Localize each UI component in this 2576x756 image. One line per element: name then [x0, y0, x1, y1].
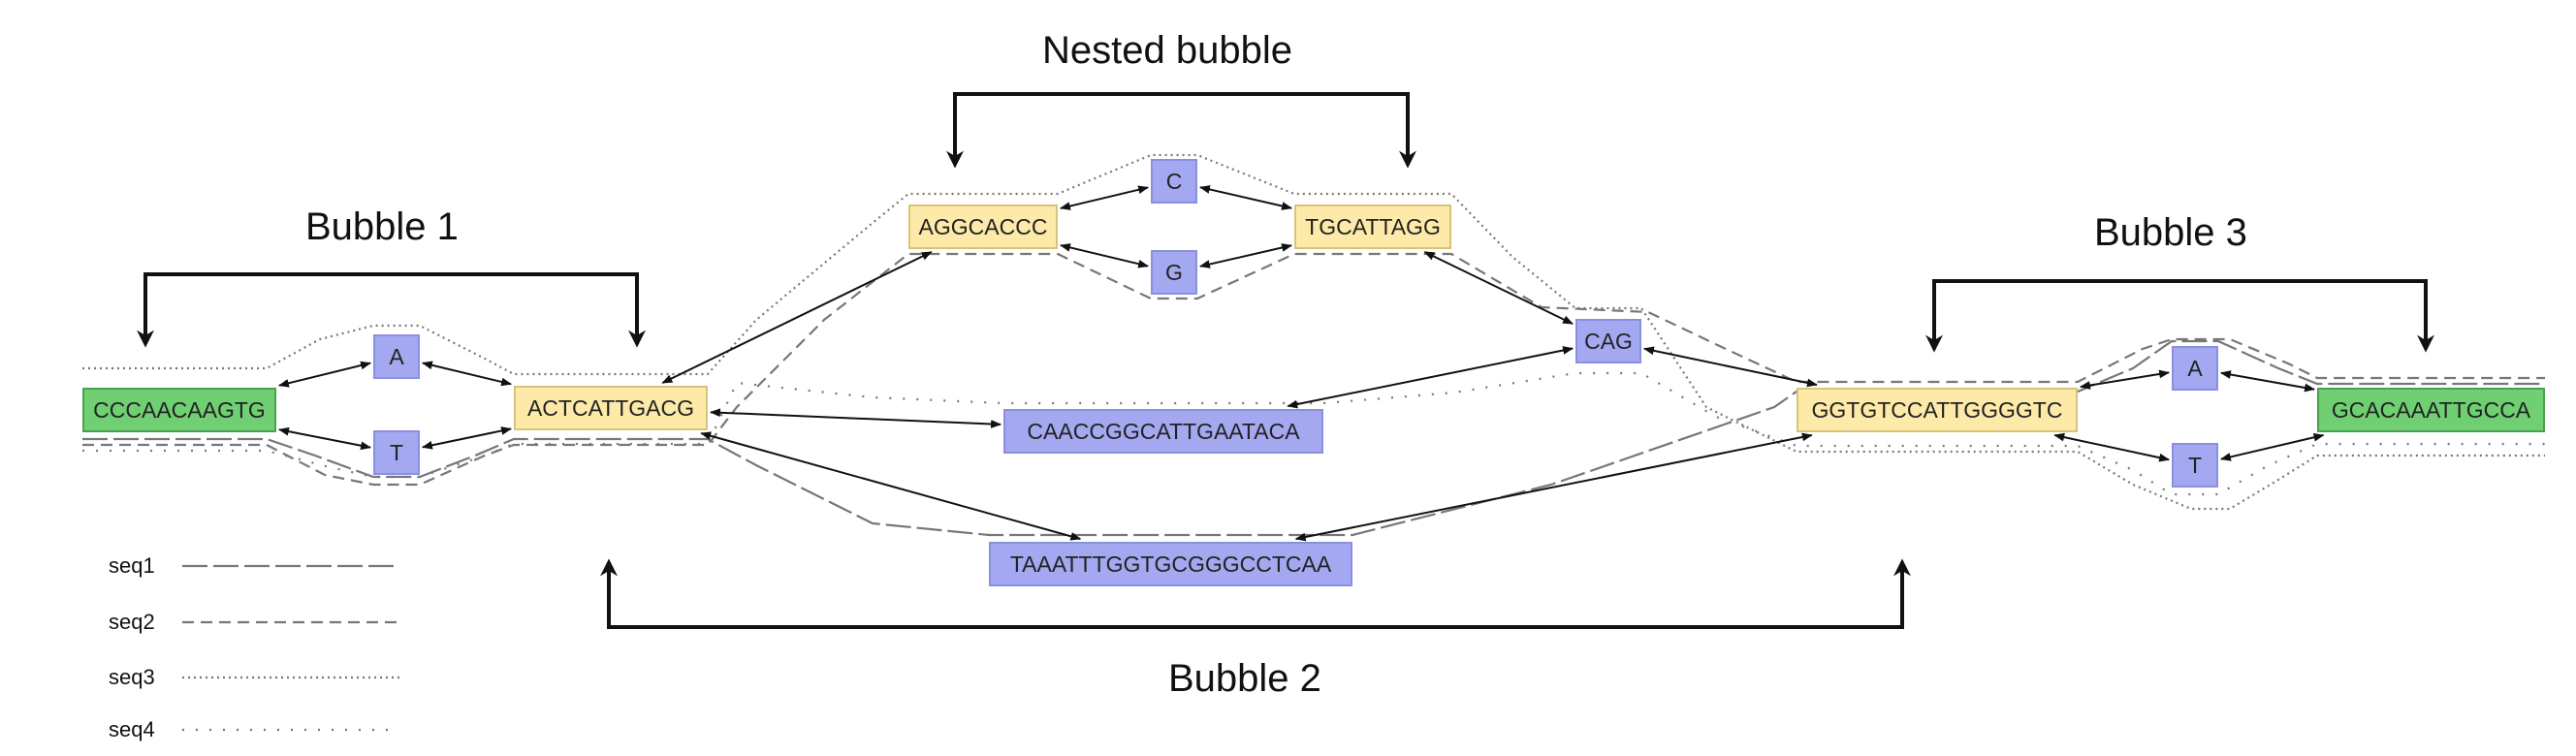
bracket-3 — [1932, 279, 2428, 349]
node-junction-2: GGTGTCCATTGGGGTC — [1797, 388, 2078, 432]
node-taaatttggtgcgggcctcaa: TAAATTTGGTGCGGGCCTCAA — [989, 542, 1352, 586]
node-start: CCCAACAAGTG — [82, 388, 276, 432]
node-nested-g: G — [1151, 250, 1197, 295]
node-nested-c: C — [1151, 159, 1197, 204]
graph-edges — [277, 185, 2325, 542]
bubble-3-label: Bubble 3 — [2094, 211, 2247, 254]
legend-lines — [182, 564, 399, 732]
edge-cag-j2 — [1642, 346, 1818, 388]
node-aggcaccc: AGGCACCC — [908, 205, 1058, 249]
edge-j1-aggcaccc — [661, 251, 933, 384]
node-bubble3-t: T — [2172, 443, 2218, 488]
edge-start-t1 — [277, 426, 372, 451]
node-cag: CAG — [1575, 319, 1641, 363]
edge-j2-a3 — [2079, 369, 2171, 390]
edge-j1-taaat — [700, 431, 1082, 541]
edge-j1-caacc — [709, 408, 1002, 428]
bubble-2-label: Bubble 2 — [1168, 657, 1321, 700]
sequence-path-1 — [82, 339, 2545, 537]
node-junction-1: ACTCATTGACG — [514, 386, 708, 430]
edge-aggcaccc-c — [1059, 185, 1150, 210]
bubble-brackets — [137, 92, 2434, 629]
bracket-2 — [953, 92, 1410, 165]
bracket-1 — [143, 272, 639, 344]
legend-seq2: seq2 — [109, 610, 155, 634]
bracket-4 — [607, 562, 1904, 629]
node-end: GCACAAATTGCCA — [2317, 388, 2545, 432]
node-tgcattagg: TGCATTAGG — [1294, 205, 1451, 249]
sequence-paths — [82, 153, 2545, 537]
edge-aggcaccc-g — [1059, 243, 1150, 268]
edge-start-a1 — [277, 361, 372, 388]
edge-c-tgcattagg — [1198, 185, 1293, 210]
legend-seq3: seq3 — [109, 665, 155, 689]
node-bubble3-a: A — [2172, 346, 2218, 391]
edge-a3-end — [2219, 370, 2316, 393]
legend-seq1: seq1 — [109, 553, 155, 578]
node-caaccggcattgaataca: CAACCGGCATTGAATACA — [1003, 409, 1323, 454]
node-bubble1-a: A — [373, 334, 420, 379]
edge-g-tgcattagg — [1198, 243, 1293, 268]
sequence-path-2 — [82, 252, 2545, 487]
edge-t1-j1 — [421, 426, 513, 450]
edge-t3-end — [2219, 432, 2325, 461]
nested-bubble-label: Nested bubble — [1042, 29, 1292, 72]
bubble-1-label: Bubble 1 — [305, 205, 459, 248]
node-bubble1-t: T — [373, 430, 420, 475]
edge-a1-j1 — [421, 361, 513, 387]
edge-tgcattagg-cag — [1423, 251, 1574, 325]
edge-j2-t3 — [2053, 432, 2171, 462]
edge-caacc-cag — [1287, 346, 1574, 409]
edge-taaat-j2 — [1294, 432, 1813, 542]
legend-seq4: seq4 — [109, 717, 155, 741]
